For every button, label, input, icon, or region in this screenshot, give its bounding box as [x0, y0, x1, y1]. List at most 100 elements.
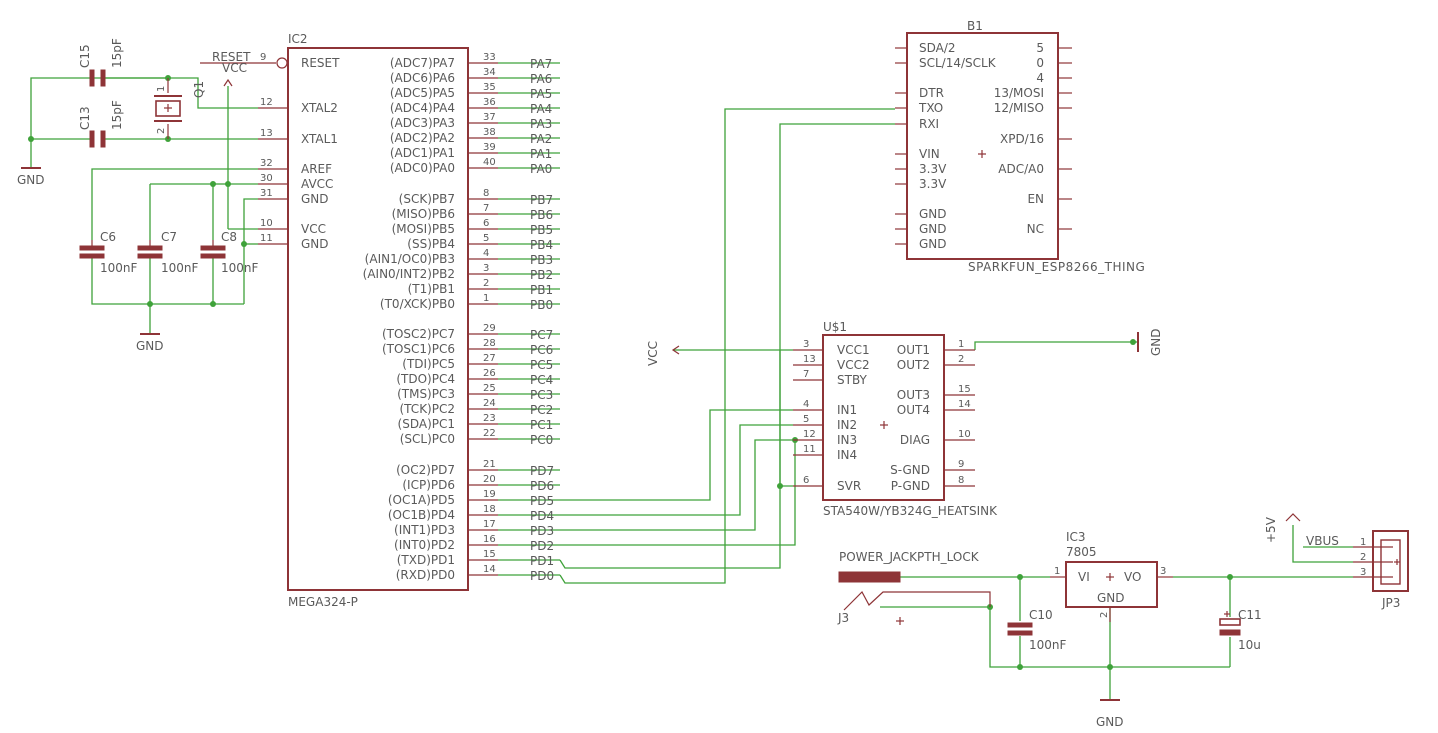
- ic3-pin2-num: 2: [1099, 612, 1110, 618]
- gnd-label-2: GND: [136, 339, 164, 353]
- u1-pin-label: OUT1: [897, 343, 930, 357]
- net-label-pd1: PD1: [530, 554, 554, 568]
- b1-pin-label: 0: [1036, 56, 1044, 70]
- net-label-pd4: PD4: [530, 509, 554, 523]
- ic2-pin-label: (TOSC2)PC7: [382, 327, 455, 341]
- ic2-pin-label: (ADC0)PA0: [390, 161, 455, 175]
- ic3-pin2-label: GND: [1097, 591, 1125, 605]
- u1-pin-num: 10: [958, 429, 971, 440]
- ic2-pin-label: (AIN0/INT2)PB2: [363, 267, 455, 281]
- ic2-pin-label: (INT0)PD2: [394, 538, 455, 552]
- c11-name: C11: [1238, 608, 1262, 622]
- ic2-pin-num: 36: [483, 97, 496, 108]
- ic2-pin-label: (TDO)PC4: [396, 372, 455, 386]
- ic2-pin-label: (RXD)PD0: [396, 568, 455, 582]
- jp3-pin1: 1: [1360, 537, 1366, 548]
- ic3-name: IC3: [1066, 530, 1086, 544]
- gnd-symbol-decoupling: GND: [136, 333, 164, 353]
- ic3-pin1-num: 1: [1054, 566, 1060, 577]
- ic3-7805-regulator: IC3 7805 1 VI 3 VO 2 GND: [1050, 530, 1173, 622]
- net-label-pa2: PA2: [530, 132, 552, 146]
- u1-pin-num: 11: [803, 444, 816, 455]
- c13-value: 15pF: [110, 100, 124, 130]
- c7-name: C7: [161, 230, 177, 244]
- ic2-pin-label: (OC1B)PD4: [388, 508, 455, 522]
- ic2-pin-num: 17: [483, 519, 496, 530]
- ic2-pin-num: 39: [483, 142, 496, 153]
- jp3-pin3: 3: [1360, 567, 1366, 578]
- ic2-pin-num: 15: [483, 549, 496, 560]
- net-label-pc6: PC6: [530, 343, 553, 357]
- b1-pin-label: VIN: [919, 147, 940, 161]
- ic2-pin-num: 23: [483, 413, 496, 424]
- u1-pin-num: 15: [958, 384, 971, 395]
- vcc-net-label-ic2: VCC: [222, 61, 247, 75]
- ic2-pin-num: 30: [260, 173, 273, 184]
- crystal-q1: Q1 1 2: [154, 78, 206, 139]
- net-label-pd7: PD7: [530, 464, 554, 478]
- b1-pin-label: GND: [919, 222, 947, 236]
- u1-pin-num: 1: [958, 339, 964, 350]
- net-label-pa3: PA3: [530, 117, 552, 131]
- u1-pin-num: 2: [958, 354, 964, 365]
- ic2-pin-label: RESET: [301, 56, 340, 70]
- u1-pin-num: 3: [803, 339, 809, 350]
- net-label-pc0: PC0: [530, 433, 553, 447]
- u1-pin-label: S-GND: [890, 463, 930, 477]
- gnd-symbol-power: GND: [1096, 699, 1124, 729]
- ic2-pin-num: 37: [483, 112, 496, 123]
- ic2-pin-num: 11: [260, 233, 273, 244]
- jp3-name: JP3: [1381, 596, 1400, 610]
- net-label-pb4: PB4: [530, 238, 553, 252]
- ic2-pin-label: GND: [301, 237, 329, 251]
- net-label-pd6: PD6: [530, 479, 554, 493]
- ic2-pin-num: 1: [483, 293, 489, 304]
- net-label-pa0: PA0: [530, 162, 552, 176]
- u1-pin-num: 12: [803, 429, 816, 440]
- ic2-pin-label: (MISO)PB6: [392, 207, 455, 221]
- b1-pin-label: 13/MOSI: [994, 86, 1044, 100]
- b1-pin-label: ADC/A0: [998, 162, 1044, 176]
- net-label-pb0: PB0: [530, 298, 553, 312]
- ic2-pin-num: 25: [483, 383, 496, 394]
- ic2-pin-label: (ADC2)PA2: [390, 131, 455, 145]
- c6-name: C6: [100, 230, 116, 244]
- q1-pin2: 2: [156, 128, 167, 134]
- ic2-value: MEGA324-P: [288, 595, 358, 609]
- ic2-pin-num: 12: [260, 97, 273, 108]
- capacitor-c8: C8 100nF: [200, 230, 259, 275]
- b1-pin-label: DTR: [919, 86, 944, 100]
- ic2-name: IC2: [288, 32, 308, 46]
- ic2-pin-label: XTAL1: [301, 132, 338, 146]
- ic2-pin-label: (ADC3)PA3: [390, 116, 455, 130]
- ic2-pin-num: 24: [483, 398, 496, 409]
- b1-pin-label: 3.3V: [919, 162, 947, 176]
- ic3-pin3-num: 3: [1160, 566, 1166, 577]
- vcc-symbol-amp: VCC: [646, 341, 680, 366]
- reset-net-label: RESET: [212, 50, 251, 64]
- net-label-pd2: PD2: [530, 539, 554, 553]
- u1-pin-label: IN3: [837, 433, 857, 447]
- net-label-pd0: PD0: [530, 569, 554, 583]
- net-label-pd5: PD5: [530, 494, 554, 508]
- net-label-pb3: PB3: [530, 253, 553, 267]
- net-label-pb1: PB1: [530, 283, 553, 297]
- u1-pin-label: OUT4: [897, 403, 930, 417]
- ic3-pin3-label: VO: [1124, 570, 1141, 584]
- net-label-pa5: PA5: [530, 87, 552, 101]
- ic2-pin-label: AVCC: [301, 177, 333, 191]
- b1-pin-label: GND: [919, 237, 947, 251]
- ic2-pin-num: 34: [483, 67, 496, 78]
- u1-pin-label: IN2: [837, 418, 857, 432]
- u1-pin-num: 8: [958, 475, 964, 486]
- ic2-pin-label: (T0/XCK)PB0: [380, 297, 455, 311]
- b1-pin-label: GND: [919, 207, 947, 221]
- ic2-pin-num: 31: [260, 188, 273, 199]
- b1-pin-label: 4: [1036, 71, 1044, 85]
- ic2-pin-num: 18: [483, 504, 496, 515]
- ic2-pin-num: 20: [483, 474, 496, 485]
